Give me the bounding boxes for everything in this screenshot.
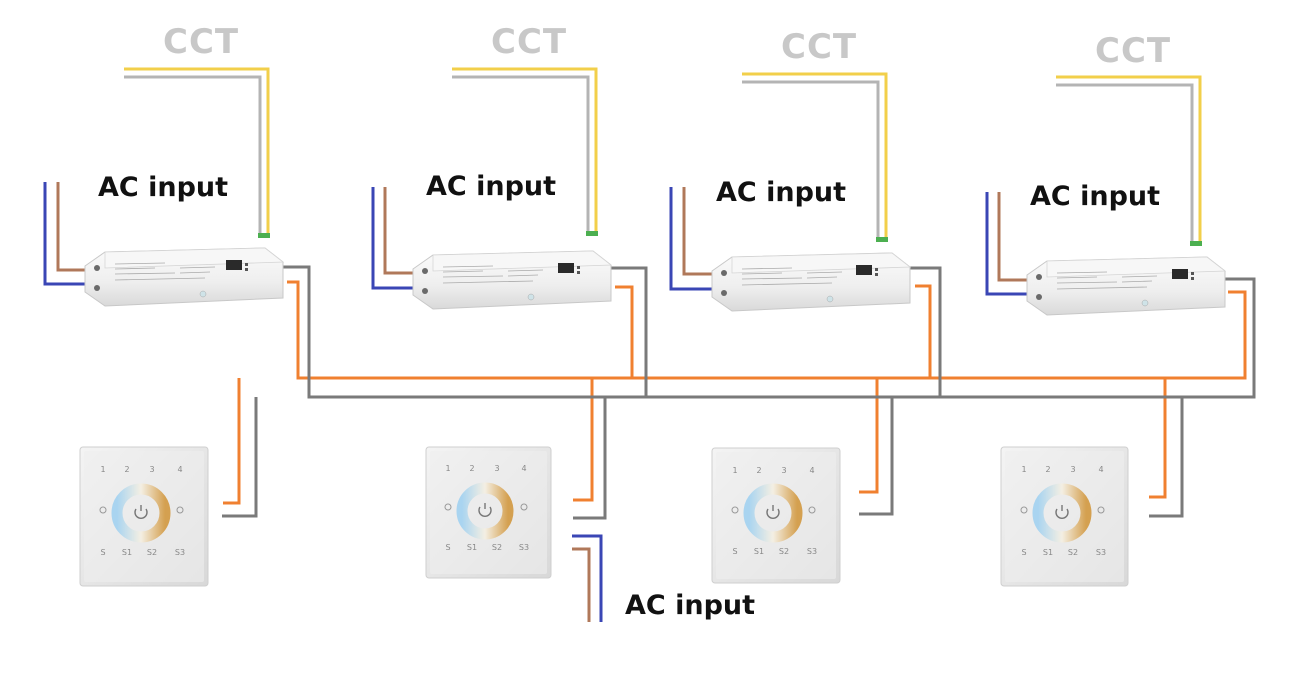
cct-cable-1	[124, 67, 270, 238]
touch-panel-2: 1 2 3 4 S S1 S2 S3	[425, 446, 552, 579]
led-driver-4	[1026, 256, 1227, 316]
panel-btn-label: S3	[175, 548, 185, 557]
cct-label-1: CCT	[163, 22, 240, 62]
ac-input-wires-4	[985, 192, 1032, 296]
panel-btn-label: S3	[807, 547, 817, 556]
panel-btn-label: S	[1021, 548, 1026, 557]
cct-label-3: CCT	[781, 27, 858, 67]
panel-btn-label: S	[732, 547, 737, 556]
panel-btn-label: 1	[732, 466, 737, 475]
panel-btn-label: 3	[781, 466, 786, 475]
cct-cable-2	[452, 67, 598, 236]
panel-btn-label: S3	[519, 543, 529, 552]
cct-label-4: CCT	[1095, 31, 1172, 71]
panel-btn-label: 4	[521, 464, 526, 473]
led-driver-3	[711, 252, 912, 312]
led-driver-1	[84, 247, 285, 307]
bus-gray-wire	[222, 265, 1256, 520]
touch-panel-1: 1 2 3 4 S S1 S2 S3	[79, 446, 209, 587]
touch-panel-3: 1 2 3 4 S S1 S2 S3	[711, 447, 841, 584]
panel-btn-label: S	[100, 548, 105, 557]
panel-btn-label: 2	[124, 465, 129, 474]
cct-cable-3	[742, 72, 888, 242]
ac-input-wires-1	[43, 182, 90, 286]
panel-btn-label: 1	[100, 465, 105, 474]
panel-btn-label: 1	[445, 464, 450, 473]
bus-orange-wire	[223, 280, 1247, 505]
panel-btn-label: S2	[147, 548, 157, 557]
ac-input-wires-5	[572, 534, 603, 622]
ac-input-label-1: AC input	[98, 172, 229, 203]
panel-btn-label: S2	[779, 547, 789, 556]
panel-btn-label: 1	[1021, 465, 1026, 474]
panel-btn-label: S1	[467, 543, 477, 552]
ac-input-wires-2	[371, 187, 418, 290]
panel-btn-label: 4	[809, 466, 814, 475]
led-driver-2	[412, 250, 613, 310]
panel-btn-label: S3	[1096, 548, 1106, 557]
panel-btn-label: S2	[1068, 548, 1078, 557]
panel-btn-label: S	[445, 543, 450, 552]
ac-input-label-5: AC input	[625, 590, 756, 621]
touch-panel-4: 1 2 3 4 S S1 S2 S3	[1000, 446, 1129, 587]
ac-input-label-4: AC input	[1030, 181, 1161, 212]
panel-btn-label: 3	[149, 465, 154, 474]
panel-btn-label: 2	[469, 464, 474, 473]
panel-btn-label: 4	[177, 465, 182, 474]
panel-btn-label: 2	[756, 466, 761, 475]
panel-btn-label: S1	[754, 547, 764, 556]
panel-btn-label: S1	[122, 548, 132, 557]
ac-input-label-3: AC input	[716, 177, 847, 208]
panel-btn-label: 2	[1045, 465, 1050, 474]
cct-cable-4	[1056, 75, 1202, 246]
panel-btn-label: 3	[494, 464, 499, 473]
panel-btn-label: S2	[492, 543, 502, 552]
ac-input-wires-3	[669, 187, 715, 291]
panel-btn-label: S1	[1043, 548, 1053, 557]
ac-input-label-2: AC input	[426, 171, 557, 202]
panel-btn-label: 3	[1070, 465, 1075, 474]
cct-label-2: CCT	[491, 22, 568, 62]
panel-btn-label: 4	[1098, 465, 1103, 474]
